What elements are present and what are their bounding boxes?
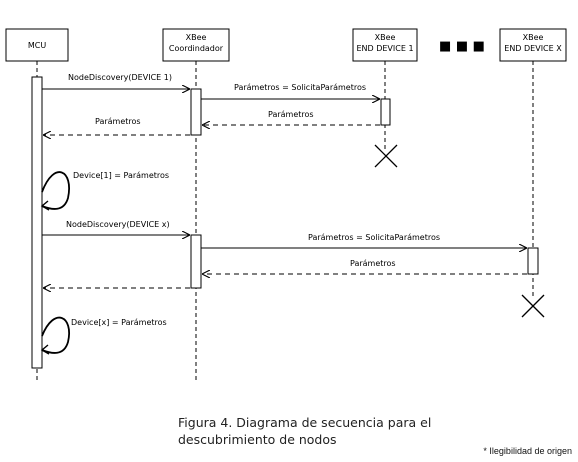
participant-end-device-1-line1: XBee <box>375 33 396 42</box>
destroy-end-device-1 <box>374 144 398 168</box>
activation-coordinator-1 <box>190 88 202 136</box>
activation-mcu <box>31 76 43 369</box>
self-message-device-1-label: Device[1] = Parámetros <box>73 171 169 180</box>
message-request-params-1-label: Parámetros = SolicitaParámetros <box>234 83 366 92</box>
participant-coordinator-line2: Coordindador <box>169 44 224 53</box>
message-params-to-mcu-1-label: Parámetros <box>95 117 141 126</box>
participant-end-device-x-line2: END DEVICE X <box>504 44 562 53</box>
ellipsis-more-devices: ■ ■ ■ <box>439 39 485 54</box>
message-request-params-1: Parámetros = SolicitaParámetros <box>201 83 380 99</box>
message-params-reply-x: Parámetros <box>202 259 527 274</box>
message-params-reply-1: Parámetros <box>202 110 380 125</box>
message-node-discovery-x: NodeDiscovery(DEVICE x) <box>42 220 190 235</box>
figure-caption: Figura 4. Diagrama de secuencia para el … <box>178 414 508 448</box>
participant-end-device-1-line2: END DEVICE 1 <box>356 44 413 53</box>
self-message-device-1: Device[1] = Parámetros <box>40 171 169 211</box>
self-message-device-x-label: Device[x] = Parámetros <box>71 318 167 327</box>
participant-end-device-1: XBee END DEVICE 1 <box>352 28 418 62</box>
figure-caption-line-2: descubrimiento de nodos <box>178 432 337 447</box>
message-request-params-x: Parámetros = SolicitaParámetros <box>201 233 527 248</box>
participant-coordinator-line1: XBee <box>186 33 207 42</box>
participant-mcu-line2: MCU <box>28 41 46 50</box>
participant-end-device-x-line1: XBee <box>523 33 544 42</box>
message-request-params-x-label: Parámetros = SolicitaParámetros <box>308 233 440 242</box>
message-params-reply-x-label: Parámetros <box>350 259 396 268</box>
message-params-reply-1-label: Parámetros <box>268 110 314 119</box>
legibility-note: * Ilegibilidad de origen <box>483 446 572 456</box>
message-node-discovery-1-label: NodeDiscovery(DEVICE 1) <box>68 73 172 82</box>
message-params-to-mcu-1: Parámetros <box>43 117 190 135</box>
activation-end-device-1 <box>380 98 391 126</box>
activation-coordinator-2 <box>190 234 202 289</box>
message-node-discovery-x-label: NodeDiscovery(DEVICE x) <box>66 220 170 229</box>
destroy-end-device-x <box>521 294 545 318</box>
participant-mcu: MCU <box>5 28 69 62</box>
message-node-discovery-1: NodeDiscovery(DEVICE 1) <box>42 73 190 89</box>
self-message-device-x: Device[x] = Parámetros <box>40 316 167 355</box>
participant-end-device-x: XBee END DEVICE X <box>499 28 567 62</box>
participant-coordinator: XBee Coordindador <box>162 28 230 62</box>
figure-caption-line-1: Figura 4. Diagrama de secuencia para el <box>178 415 432 430</box>
activation-end-device-x <box>527 247 539 275</box>
